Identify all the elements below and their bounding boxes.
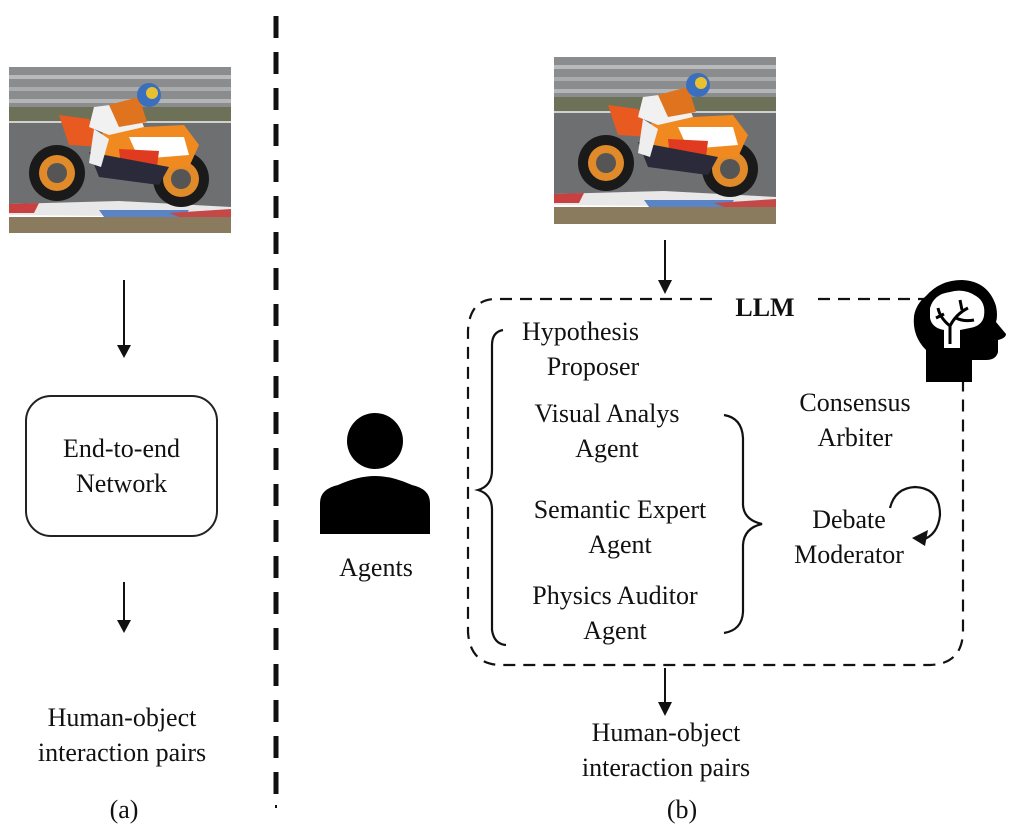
moderator-line-2: Moderator: [794, 540, 904, 569]
arbiter-line-1: Consensus: [799, 388, 911, 417]
llm-label: LLM: [735, 293, 795, 322]
brain-head-icon: [910, 278, 1006, 386]
consensus-arbiter-label: Consensus Arbiter: [780, 385, 930, 455]
llm-container: [466, 297, 965, 667]
moderator-line-1: Debate: [812, 505, 886, 534]
caption-a: (a): [109, 795, 139, 824]
physics-auditor-agent-label: Physics Auditor Agent: [502, 578, 728, 648]
debate-moderator-label: Debate Moderator: [774, 502, 924, 572]
arrow-b-out: [658, 668, 672, 716]
input-image-b: [554, 57, 776, 224]
arrow-a-1: [117, 280, 131, 358]
physics-agent-line-2: Agent: [583, 616, 647, 645]
person-icon: [318, 413, 432, 535]
input-image-a: [9, 67, 231, 233]
debate-loop-arrow: [888, 485, 942, 546]
proposer-line-1: Hypothesis: [522, 317, 639, 346]
caption-b: (b): [666, 795, 698, 824]
output-b-line-2: interaction pairs: [581, 753, 751, 782]
semantic-agent-line-1: Semantic Expert: [533, 495, 707, 524]
visual-agent-line-1: Visual Analys: [534, 399, 680, 428]
proposer-line-2: Proposer: [546, 352, 640, 381]
physics-agent-line-1: Physics Auditor: [532, 581, 698, 610]
arrow-a-2: [117, 582, 131, 633]
semantic-agent-line-2: Agent: [588, 530, 652, 559]
network-box-line-1: End-to-end: [63, 434, 180, 463]
right-brace: [723, 413, 763, 635]
visual-agent-line-2: Agent: [575, 434, 639, 463]
output-label-a: Human-object interaction pairs: [0, 700, 244, 770]
network-box-line-2: Network: [76, 469, 167, 498]
arrow-b-in: [658, 240, 672, 294]
output-a-line-2: interaction pairs: [37, 738, 207, 767]
visual-analyst-agent-label: Visual Analys Agent: [500, 396, 714, 466]
output-b-line-1: Human-object: [591, 718, 741, 747]
output-label-b: Human-object interaction pairs: [548, 715, 784, 785]
arbiter-line-2: Arbiter: [817, 423, 893, 452]
output-a-line-1: Human-object: [47, 703, 197, 732]
semantic-expert-agent-label: Semantic Expert Agent: [508, 492, 732, 562]
left-brace: [474, 328, 507, 647]
hypothesis-proposer-label: Hypothesis Proposer: [500, 314, 686, 384]
end-to-end-network-box: End-to-end Network: [25, 395, 218, 537]
agents-label: Agents: [339, 553, 413, 582]
